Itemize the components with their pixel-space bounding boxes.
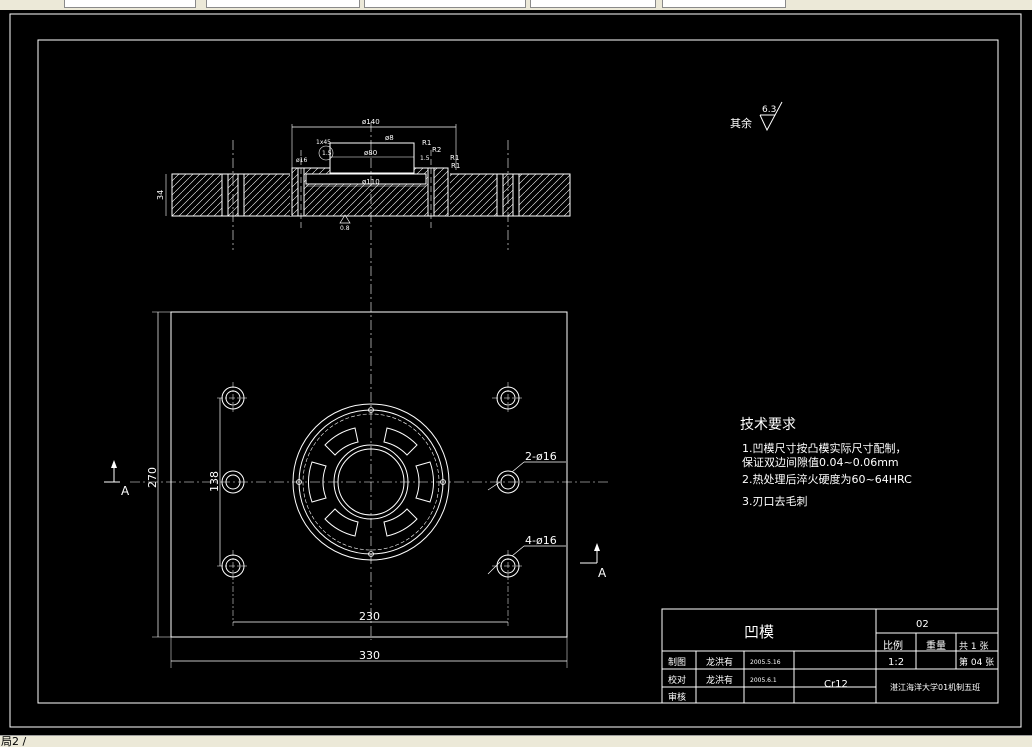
svg-text:6.3: 6.3 [762, 105, 776, 115]
svg-text:ø16: ø16 [296, 157, 307, 164]
svg-text:审核: 审核 [668, 691, 686, 703]
svg-text:R1: R1 [450, 154, 459, 162]
svg-text:R1: R1 [451, 162, 460, 170]
status-bar: 局2 / [0, 735, 1032, 748]
svg-text:2005.6.1: 2005.6.1 [750, 677, 777, 684]
svg-text:湛江海洋大学01机制五班: 湛江海洋大学01机制五班 [890, 682, 980, 692]
tab-3[interactable] [364, 0, 526, 8]
surface-finish-symbol: 其余 6.3 [730, 101, 783, 132]
svg-text:重量: 重量 [926, 639, 946, 652]
svg-text:龙洪有: 龙洪有 [706, 674, 733, 686]
svg-text:1.凹模尺寸按凸模实际尺寸配制，: 1.凹模尺寸按凸模实际尺寸配制， [742, 441, 907, 455]
svg-text:Cr12: Cr12 [824, 679, 848, 690]
svg-text:4-ø16: 4-ø16 [525, 534, 557, 547]
section-mark-left: A [104, 460, 130, 498]
svg-text:330: 330 [359, 649, 380, 662]
svg-text:ø110: ø110 [362, 178, 380, 186]
tab-4[interactable] [530, 0, 656, 8]
svg-text:ø8: ø8 [385, 134, 394, 142]
svg-text:A: A [598, 566, 607, 580]
svg-text:制图: 制图 [668, 656, 686, 668]
svg-text:2005.5.16: 2005.5.16 [750, 659, 781, 666]
svg-text:0.8: 0.8 [340, 225, 350, 232]
svg-text:龙洪有: 龙洪有 [706, 656, 733, 668]
section-mark-right: A [580, 543, 607, 580]
svg-text:凹模: 凹模 [744, 623, 774, 641]
svg-text:1.5: 1.5 [420, 155, 430, 162]
inner-border [37, 39, 999, 704]
drawing-canvas[interactable]: 其余 6.3 ø140 ø80 ø110 R1 R2 [0, 10, 1032, 735]
svg-text:34: 34 [156, 190, 165, 200]
svg-text:其余: 其余 [730, 116, 752, 130]
svg-text:保证双边间隙值0.04~0.06mm: 保证双边间隙值0.04~0.06mm [742, 455, 899, 469]
tech-req-title: 技术要求 [740, 417, 796, 433]
svg-text:比例: 比例 [883, 639, 903, 652]
svg-text:2-ø16: 2-ø16 [525, 450, 557, 463]
cad-drawing: 其余 6.3 ø140 ø80 ø110 R1 R2 [9, 13, 1022, 728]
svg-text:A: A [121, 484, 130, 498]
svg-text:3.刃口去毛刺: 3.刃口去毛刺 [742, 495, 808, 508]
svg-text:ø80: ø80 [364, 149, 377, 157]
svg-text:230: 230 [359, 610, 380, 623]
tab-5[interactable] [662, 0, 786, 8]
svg-text:1:2: 1:2 [888, 657, 904, 668]
svg-text:第 04 张: 第 04 张 [959, 656, 994, 668]
svg-text:02: 02 [916, 619, 929, 630]
svg-text:270: 270 [146, 467, 159, 488]
svg-text:R2: R2 [432, 146, 441, 154]
section-view: ø140 ø80 ø110 R1 R2 R1 R1 ø8 ø16 1x45 1.… [156, 118, 571, 300]
svg-text:138: 138 [208, 471, 221, 492]
svg-text:R1: R1 [422, 139, 431, 147]
svg-text:1.5: 1.5 [322, 150, 332, 157]
svg-text:校对: 校对 [668, 674, 686, 686]
plan-view: 138 270 230 330 2-ø16 4-ø16 [130, 302, 610, 668]
status-text: 局2 / [1, 735, 27, 748]
svg-text:ø140: ø140 [362, 118, 380, 126]
technical-requirements: 技术要求 1.凹模尺寸按凸模实际尺寸配制， 保证双边间隙值0.04~0.06mm… [740, 417, 912, 508]
title-block-text: 凹模 02 比例 重量 共 1 张 1:2 第 04 张 制图 龙洪有 2005… [668, 619, 994, 703]
title-block [661, 608, 999, 704]
tab-1[interactable] [64, 0, 196, 8]
tab-2[interactable] [206, 0, 360, 8]
svg-text:2.热处理后淬火硬度为60~64HRC: 2.热处理后淬火硬度为60~64HRC [742, 472, 912, 486]
outer-border [9, 13, 1022, 728]
svg-text:共 1 张: 共 1 张 [959, 641, 988, 652]
svg-text:1x45: 1x45 [316, 139, 331, 146]
